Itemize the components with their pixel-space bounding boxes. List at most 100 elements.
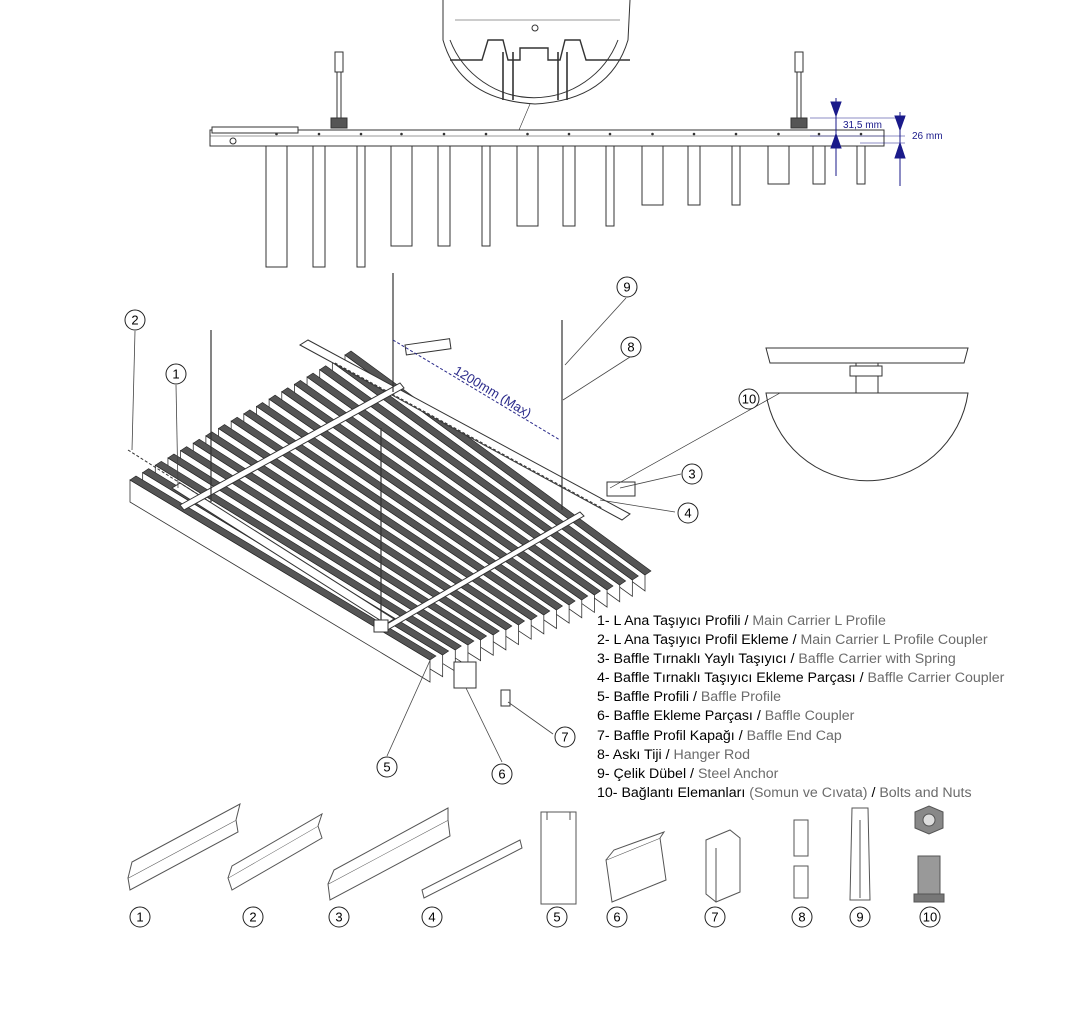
legend-item: 5- Baffle Profili / Baffle Profile [597,689,782,706]
callout-number: 10 [923,910,937,925]
callout-circle [328,906,350,928]
baffle-top [268,394,576,606]
callout-number: 1 [136,910,143,925]
carrier-hole [317,132,321,136]
callout-circle [620,336,642,358]
carrier-hole [817,132,821,136]
part-end-cap [705,829,741,903]
carrier-hole [734,132,738,136]
legend-item: 2- L Ana Taşıyıcı Profil Ekleme / Main C… [597,632,988,649]
callout-circle [491,763,513,785]
carrier-hole [484,132,488,136]
elevation-baffle [312,145,326,268]
elevation-baffle [767,145,790,185]
part-baffle-carrier [327,807,451,901]
callout-leaders [131,297,682,763]
legend-item: 3- Baffle Tırnaklı Yaylı Taşıyıcı / Baff… [597,651,956,668]
elevation-baffles [265,132,866,268]
callout-number: 3 [688,467,695,482]
dimension-height-label: 26 mm [912,131,943,142]
callout-number: 5 [383,760,390,775]
baffle-top [129,475,437,661]
baffle-top [306,372,614,591]
callout-number: 8 [798,910,805,925]
legend-item: 9- Çelik Dübel / Steel Anchor [597,765,779,782]
callout-circle [242,906,264,928]
legend-item: 7- Baffle Profil Kapağı / Baffle End Cap [597,727,842,744]
dimension-gap-label: 31,5 mm [843,120,882,131]
callout-circle [606,906,628,928]
callout-number: 2 [249,910,256,925]
parts-legend: 1- L Ana Taşıyıcı Profili / Main Carrier… [597,612,1067,803]
dimension-markers [810,98,906,186]
part-baffle-coupler [605,831,667,903]
baffle-top [217,424,526,626]
baffle-top [154,460,462,651]
part-l-profile [127,803,241,891]
elevation-baffle [390,145,413,247]
elevation-baffle [687,145,701,206]
carrier-hole [692,132,696,136]
carrier-hole [442,132,446,136]
part-steel-anchor [849,807,871,901]
callout-number: 6 [613,910,620,925]
elevation-baffle [265,145,288,268]
callout-circle [704,906,726,928]
section-elevation [209,0,885,268]
callout-number: 9 [623,280,630,295]
elevation-baffle [481,145,491,247]
elevation-baffle [562,145,576,227]
parts-row [127,803,945,905]
elevation-baffle [516,145,539,227]
callout-circle [677,502,699,524]
elevation-baffle [856,145,866,185]
callout-number: 10 [742,392,756,407]
elevation-baffle [356,145,366,268]
baffle-top [293,380,601,596]
callout-number: 6 [498,767,505,782]
baffle-top [205,431,513,631]
legend-item: 1- L Ana Taşıyıcı Profili / Main Carrier… [597,613,886,629]
legend-item: 4- Baffle Tırnaklı Taşıyıcı Ekleme Parça… [597,670,1005,687]
callout-circle [546,906,568,928]
callout-circle [791,906,813,928]
part-bolt-nut [913,805,945,903]
baffle-top [230,416,538,621]
callout-circle [421,906,443,928]
part-carrier-coupler [421,839,523,899]
baffle-top [281,387,589,601]
callout-number: 1 [172,367,179,382]
callout-number: 4 [684,506,691,521]
callout-circle [616,276,638,298]
carrier-hole [526,132,529,136]
callout-number: 2 [131,313,138,328]
carrier-hole [567,132,571,136]
part-l-coupler [227,812,323,891]
callout-circle [376,756,398,778]
callout-circle [849,906,871,928]
callout-number: 9 [856,910,863,925]
elevation-baffle [731,145,741,206]
carrier-hole [777,132,780,136]
carrier-hole [608,132,612,136]
isometric-assembly [127,273,969,707]
elevation-baffle [812,145,826,185]
baffle-top [255,402,564,611]
callout-circle [165,363,187,385]
carrier-hole [651,132,654,136]
elevation-baffle [437,145,451,247]
callout-number: 7 [711,910,718,925]
elevation-baffle [605,145,615,227]
callout-circle [554,726,576,748]
baffle-top [243,409,551,616]
carrier-hole [275,132,278,136]
callout-circle [681,463,703,485]
callout-number: 5 [553,910,560,925]
callout-circle [129,906,151,928]
callout-number: 4 [428,910,435,925]
part-baffle-profile [540,811,577,905]
part-hanger-rod [793,819,809,899]
carrier-hole [400,132,403,136]
